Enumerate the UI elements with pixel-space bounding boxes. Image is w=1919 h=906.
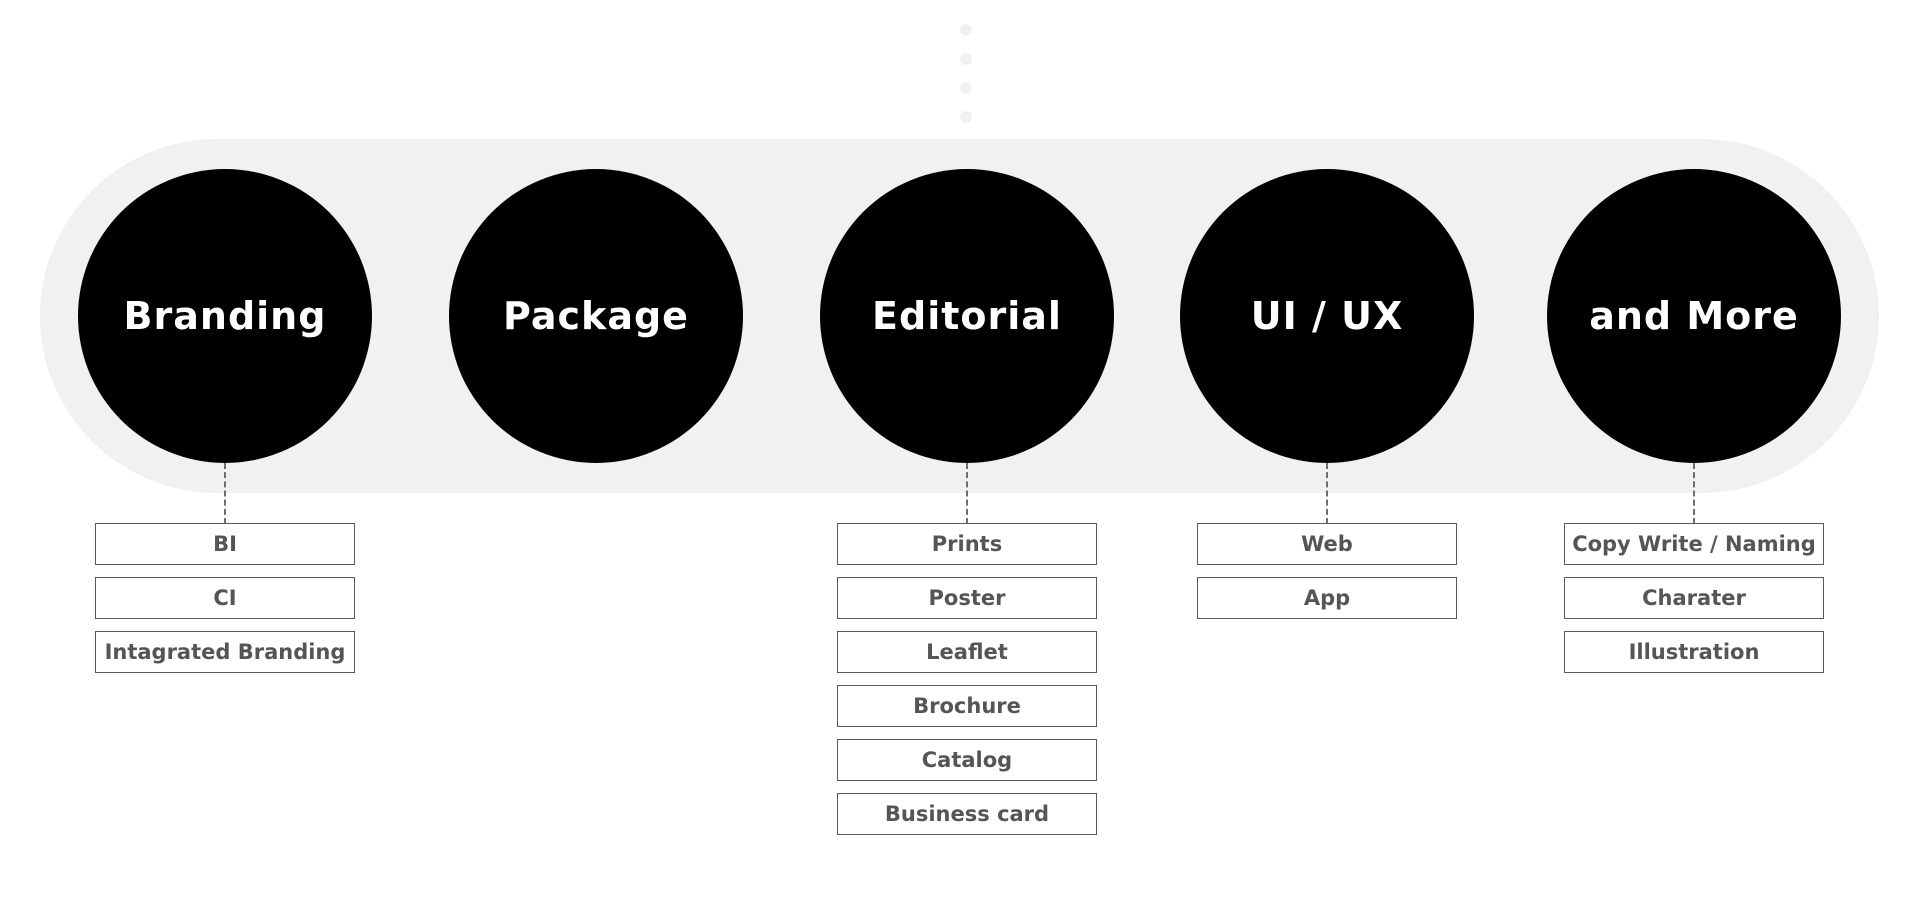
- connector-editorial: [966, 463, 968, 524]
- item-illustration: Illustration: [1564, 631, 1824, 673]
- category-circle-and-more: and More: [1547, 169, 1841, 463]
- category-circle-editorial: Editorial: [820, 169, 1114, 463]
- category-circle-uiux: UI / UX: [1180, 169, 1474, 463]
- connector-and-more: [1693, 463, 1695, 524]
- item-intagrated-branding: Intagrated Branding: [95, 631, 355, 673]
- category-circle-branding: Branding: [78, 169, 372, 463]
- item-catalog: Catalog: [837, 739, 1097, 781]
- dot-3: [960, 82, 972, 94]
- item-copy-write-naming: Copy Write / Naming: [1564, 523, 1824, 565]
- category-circle-package: Package: [449, 169, 743, 463]
- item-prints: Prints: [837, 523, 1097, 565]
- item-charater: Charater: [1564, 577, 1824, 619]
- item-brochure: Brochure: [837, 685, 1097, 727]
- connector-uiux: [1326, 463, 1328, 524]
- item-leaflet: Leaflet: [837, 631, 1097, 673]
- item-web: Web: [1197, 523, 1457, 565]
- connector-branding: [224, 463, 226, 524]
- item-bi: BI: [95, 523, 355, 565]
- item-ci: CI: [95, 577, 355, 619]
- dot-1: [960, 24, 972, 36]
- item-business-card: Business card: [837, 793, 1097, 835]
- dot-2: [960, 53, 972, 65]
- dot-4: [960, 111, 972, 123]
- item-app: App: [1197, 577, 1457, 619]
- item-poster: Poster: [837, 577, 1097, 619]
